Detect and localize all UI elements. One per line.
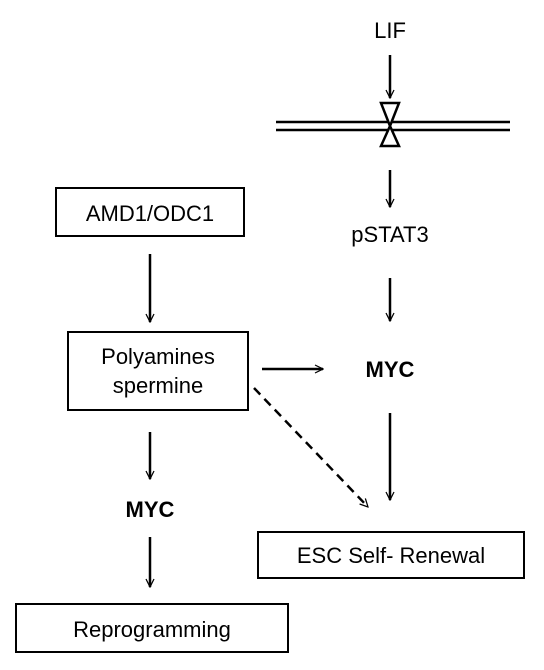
esc-self-renewal-node: ESC Self- Renewal <box>257 531 525 579</box>
receptor-channel-icon <box>379 101 401 148</box>
pstat3-label: pSTAT3 <box>351 222 428 247</box>
amd1-odc1-box <box>55 187 245 237</box>
lif-label: LIF <box>374 18 406 43</box>
polyamines-label: Polyamines <box>101 344 215 369</box>
myc-right-label: MYC <box>366 357 415 382</box>
esc-self-renewal-label: ESC Self- Renewal <box>297 543 485 568</box>
polyamines-box <box>67 331 249 411</box>
arrow-polyamines-to-esc-dashed <box>253 387 368 507</box>
esc-self-renewal-box <box>257 531 525 579</box>
polyamines-node: Polyamines spermine <box>67 331 249 411</box>
cell-membrane <box>276 120 510 132</box>
reprogramming-node: Reprogramming <box>15 603 289 653</box>
spermine-label: spermine <box>113 373 203 398</box>
amd1-odc1-label: AMD1/ODC1 <box>86 201 214 226</box>
myc-left-label: MYC <box>126 497 175 522</box>
reprogramming-box <box>15 603 289 653</box>
reprogramming-label: Reprogramming <box>73 617 231 642</box>
amd1-odc1-node: AMD1/ODC1 <box>55 187 245 237</box>
